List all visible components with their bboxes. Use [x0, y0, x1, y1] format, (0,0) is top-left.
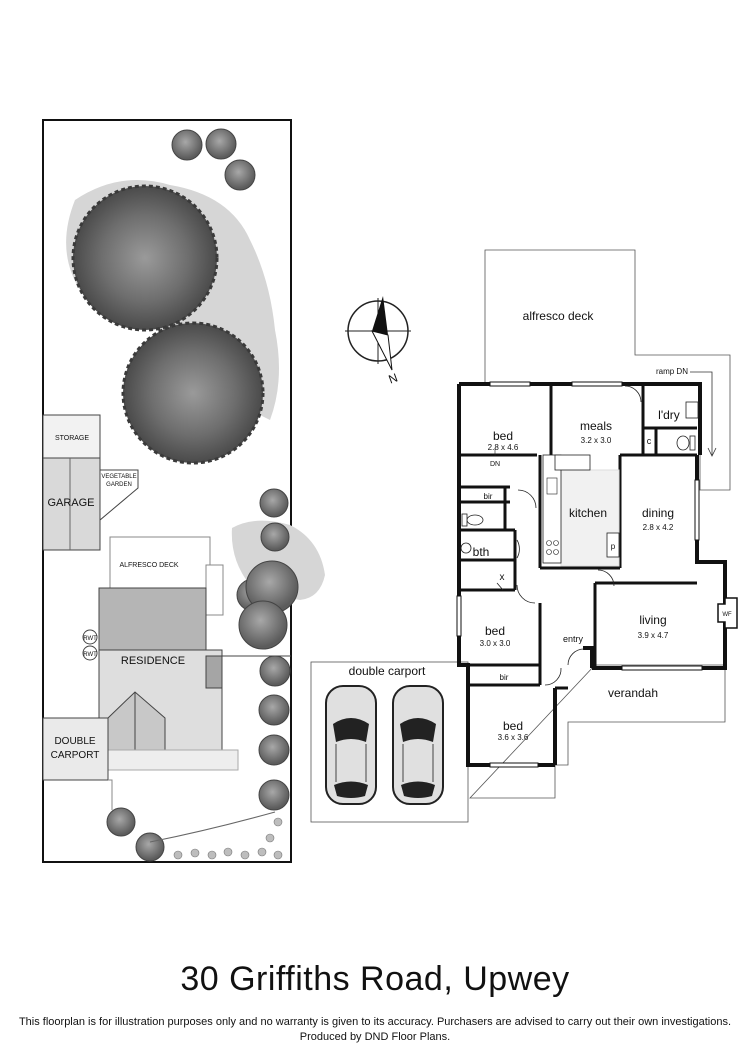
site-double-carport	[42, 717, 109, 781]
linen-label: x	[500, 572, 505, 583]
laundry-toilet-icon	[676, 435, 690, 451]
rainwater-tank-2	[82, 645, 98, 661]
car-icon	[325, 685, 377, 805]
large-tree	[71, 184, 219, 332]
rwt-label-1: RWT	[83, 636, 97, 642]
bed1-dn-note: DN	[490, 461, 500, 468]
meals-name: meals	[580, 419, 612, 433]
entry-label: entry	[563, 634, 584, 644]
cooktop-icon	[546, 540, 559, 555]
bath-label: bth	[473, 545, 490, 559]
carport-label: double carport	[349, 664, 426, 678]
fireplace	[717, 597, 738, 629]
compass-north-label: N	[387, 370, 400, 386]
bed3-size: 3.6 x 3.6	[498, 733, 529, 742]
residence-label: RESIDENCE	[121, 655, 185, 667]
site-plan: STORAGE GARAGE VEGETABLE GARDEN ALFRESCO…	[42, 119, 325, 863]
small-tree	[205, 128, 237, 160]
kitchen-label: kitchen	[569, 506, 607, 520]
hedge-shrubs	[106, 488, 299, 862]
bed3-name: bed	[503, 719, 523, 733]
garage-label: GARAGE	[47, 497, 94, 509]
disclaimer: This floorplan is for illustration purpo…	[0, 1015, 750, 1045]
wood-fire-label: WF	[722, 612, 732, 618]
verandah	[469, 664, 726, 799]
dining-size: 2.8 x 4.2	[643, 523, 674, 532]
bir2-label: bir	[500, 673, 509, 682]
site-alfresco-deck-label: ALFRESCO DECK	[119, 562, 178, 569]
meals-size: 3.2 x 3.0	[581, 436, 612, 445]
house-walls	[457, 382, 727, 767]
bed1-name: bed	[493, 429, 513, 443]
site-carport-label: DOUBLE	[54, 736, 95, 747]
disclaimer-line-2: Produced by DND Floor Plans.	[299, 1031, 451, 1043]
laundry-tub	[685, 401, 699, 419]
ramp-label: ramp DN	[656, 367, 688, 376]
disclaimer-line-1: This floorplan is for illustration purpo…	[18, 1016, 732, 1028]
toilet-icon	[466, 514, 484, 526]
dining-name: dining	[642, 506, 674, 520]
site-carport-label-2: CARPORT	[51, 750, 100, 761]
rainwater-tank-1	[82, 629, 98, 645]
kitchen-bench	[542, 454, 562, 564]
residence-roof	[98, 587, 207, 651]
rwt-label-2: RWT	[83, 652, 97, 658]
property-address-title: 30 Griffiths Road, Upwey	[180, 960, 570, 998]
vegetable-garden-label-2: GARDEN	[106, 482, 132, 488]
car-icon	[392, 685, 444, 805]
bed2-size: 3.0 x 3.0	[480, 639, 511, 648]
small-tree	[224, 159, 256, 191]
site-alfresco-deck	[109, 536, 211, 590]
storage-building	[42, 414, 101, 459]
north-compass: N	[345, 296, 411, 387]
residence-surround	[107, 749, 239, 771]
small-tree	[171, 129, 203, 161]
storage-label: STORAGE	[55, 435, 89, 442]
bir1-label: bir	[484, 492, 493, 501]
pantry-label: p	[611, 542, 616, 551]
garage-building	[42, 457, 101, 551]
bed2-name: bed	[485, 624, 505, 638]
living-size: 3.9 x 4.7	[638, 631, 669, 640]
ground-cover	[173, 817, 283, 860]
kitchen-sink	[546, 477, 558, 495]
living-name: living	[639, 613, 666, 627]
door-swings	[496, 385, 642, 686]
laundry-label: l'dry	[658, 408, 680, 422]
verandah-label: verandah	[608, 686, 658, 700]
floor-plan: alfresco deck ramp DN verandah double ca…	[310, 249, 738, 823]
alfresco-deck-label: alfresco deck	[523, 309, 595, 323]
large-tree	[121, 321, 265, 465]
pantry	[606, 532, 620, 558]
vegetable-garden	[99, 469, 139, 522]
vegetable-garden-label: VEGETABLE	[101, 474, 136, 480]
basin-icon	[460, 542, 472, 554]
ramp-arrow-icon	[690, 371, 713, 455]
windows	[456, 381, 703, 768]
bed1-size: 2.8 x 4.6	[488, 443, 519, 452]
wc-label: c	[647, 436, 652, 446]
compass-needle-icon	[372, 296, 388, 335]
